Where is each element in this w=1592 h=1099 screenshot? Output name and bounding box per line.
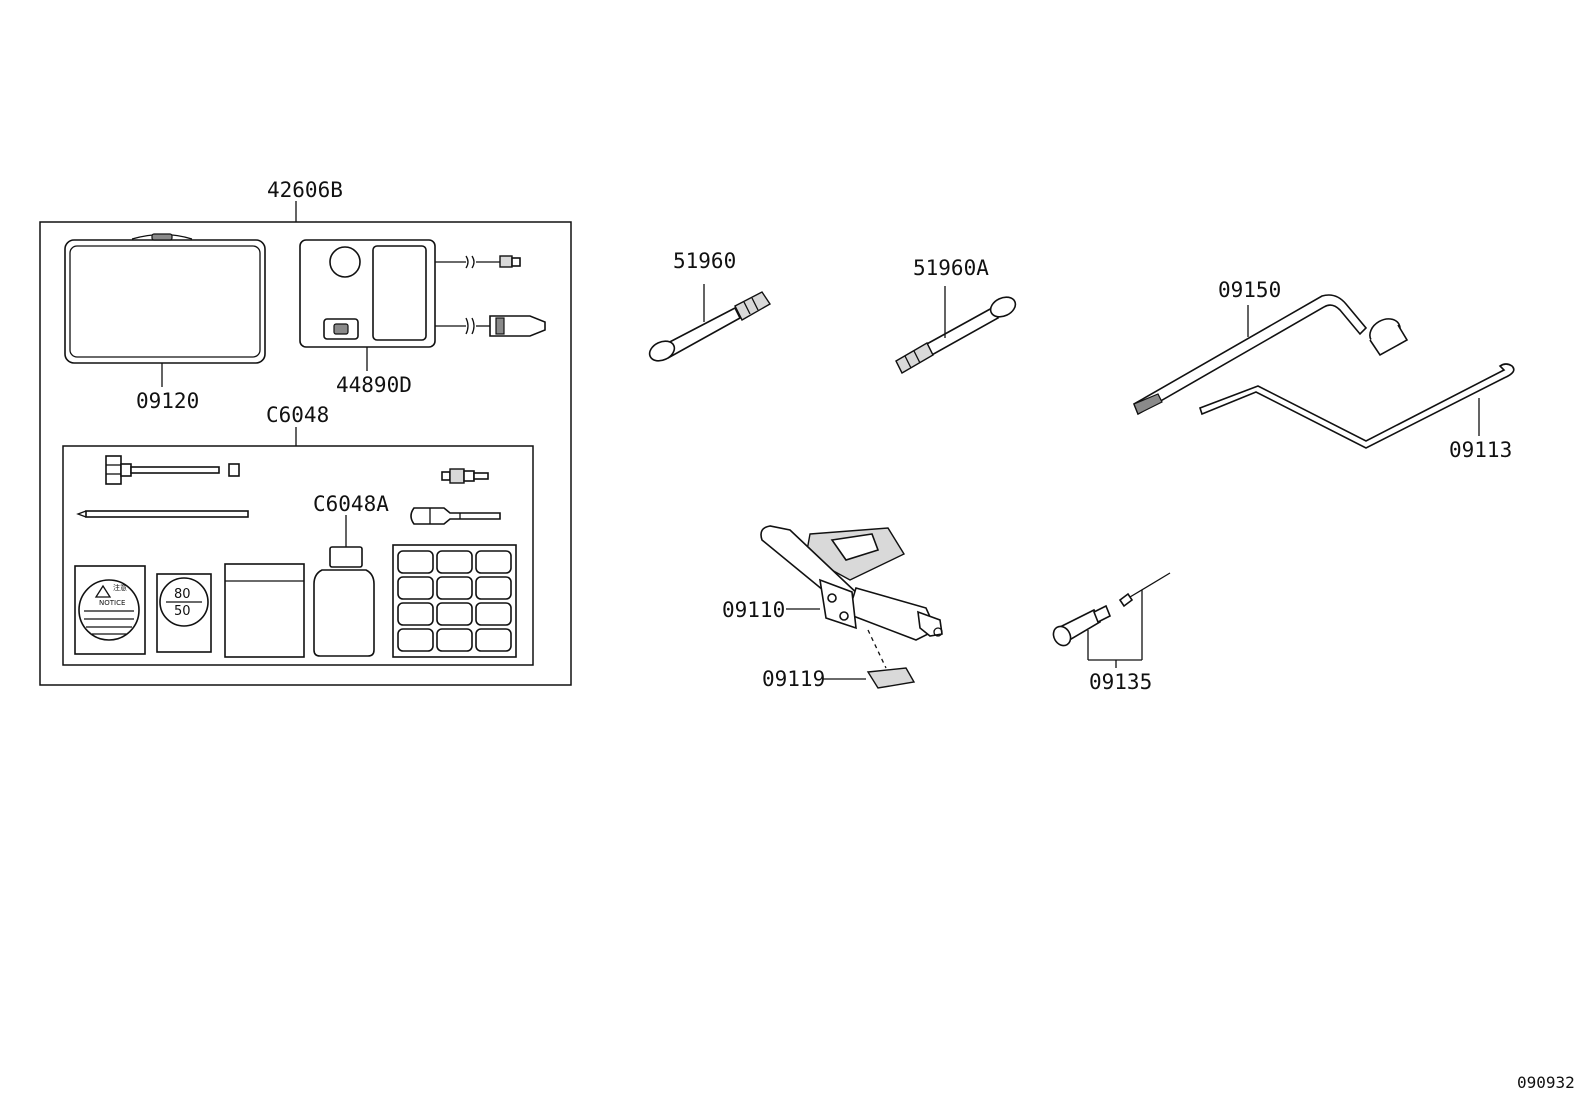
speed-bottom-text: 50 xyxy=(174,604,191,619)
part-51960-wrench[interactable] xyxy=(646,291,771,365)
speed-sticker[interactable]: 80 50 xyxy=(156,573,212,653)
valve-core[interactable] xyxy=(441,468,489,484)
label-09150[interactable]: 09150 xyxy=(1218,278,1281,302)
patch-6 xyxy=(475,576,512,600)
part-09110-jack[interactable] xyxy=(760,525,943,641)
label-44890D[interactable]: 44890D xyxy=(336,373,412,397)
kit-C6048-frame xyxy=(62,445,534,666)
patch-12 xyxy=(475,628,512,652)
valve-tool[interactable] xyxy=(105,455,240,485)
label-C6048[interactable]: C6048 xyxy=(266,403,329,427)
patch-4 xyxy=(397,576,434,600)
part-09135-tools[interactable] xyxy=(1050,572,1171,649)
part-44890D-compressor[interactable] xyxy=(299,239,546,348)
patch-8 xyxy=(436,602,473,626)
patch-5 xyxy=(436,576,473,600)
reference-code: 090932 xyxy=(1517,1073,1575,1092)
patch-7 xyxy=(397,602,434,626)
plastic-bag[interactable] xyxy=(224,563,305,658)
label-42606B[interactable]: 42606B xyxy=(267,178,343,202)
patch-2 xyxy=(436,550,473,574)
label-51960A[interactable]: 51960A xyxy=(913,256,989,280)
part-C6048A-bottle[interactable] xyxy=(313,546,375,657)
speed-top-text: 80 xyxy=(174,587,191,602)
part-51960A-wrench[interactable] xyxy=(895,293,1019,374)
warn-top-text: 注意 xyxy=(113,583,127,592)
patch-1 xyxy=(397,550,434,574)
label-09120[interactable]: 09120 xyxy=(136,389,199,413)
patch-3 xyxy=(475,550,512,574)
kit-42606B: 42606B 09120 xyxy=(39,178,572,686)
dashed-leader-09119 xyxy=(867,629,887,669)
part-09119-pad[interactable] xyxy=(866,667,916,689)
insert-rod[interactable] xyxy=(76,510,249,518)
label-09119[interactable]: 09119 xyxy=(762,667,825,691)
patch-grid xyxy=(397,550,512,652)
label-C6048A[interactable]: C6048A xyxy=(313,492,389,516)
part-09150-lug-wrench[interactable] xyxy=(1132,294,1409,416)
label-09113[interactable]: 09113 xyxy=(1449,438,1512,462)
warn-bottom-text: NOTICE xyxy=(99,599,125,607)
label-09135[interactable]: 09135 xyxy=(1089,670,1152,694)
patch-11 xyxy=(436,628,473,652)
kit-42606B-frame xyxy=(39,221,572,686)
patch-9 xyxy=(475,602,512,626)
warning-sticker[interactable]: 注意 NOTICE xyxy=(74,565,146,655)
patch-10 xyxy=(397,628,434,652)
label-51960[interactable]: 51960 xyxy=(673,249,736,273)
screwdriver[interactable] xyxy=(410,507,501,525)
part-09113-jack-handle[interactable] xyxy=(1198,363,1515,449)
label-09110[interactable]: 09110 xyxy=(722,598,785,622)
part-09120-case[interactable] xyxy=(64,233,266,364)
